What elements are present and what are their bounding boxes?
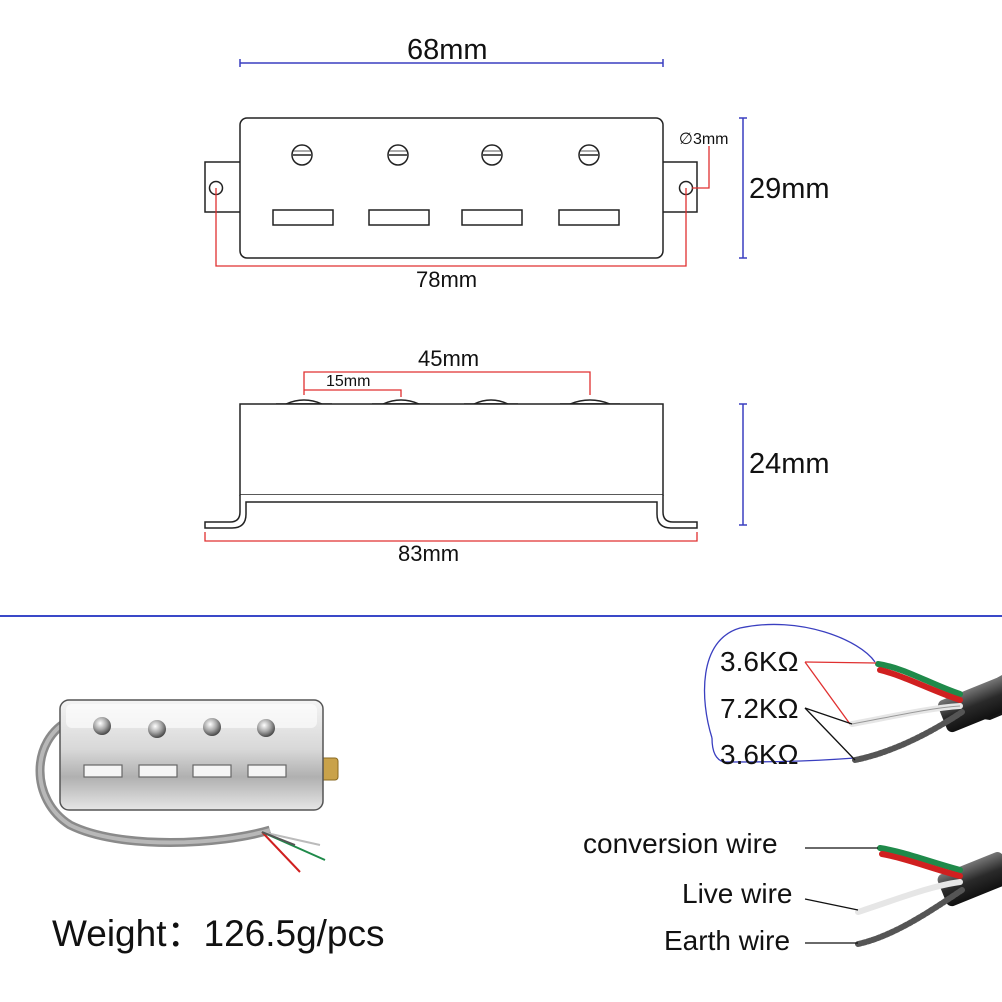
earth-wire-label: Earth wire	[664, 925, 791, 956]
side-height-label: 24mm	[749, 448, 830, 480]
mount-span-label: 78mm	[416, 267, 478, 292]
pickup-photo	[35, 699, 339, 873]
bar-slots	[272, 209, 620, 226]
live-wire-label: Live wire	[682, 878, 793, 909]
photo-bar-slots	[83, 764, 287, 778]
length-label: 83mm	[398, 541, 460, 566]
pole-span-line	[303, 371, 591, 395]
pole-span-label: 45mm	[418, 346, 480, 371]
photo-pole-screws	[93, 717, 275, 738]
pickup-side-body	[239, 403, 664, 496]
conversion-wire-label: conversion wire	[583, 828, 778, 859]
hole-diameter-label: ∅3mm	[679, 131, 729, 148]
base-plate	[204, 495, 698, 529]
wire-legend-drawing	[804, 845, 1002, 947]
length-dimension-line	[204, 532, 698, 542]
pole-gap-label: 15mm	[326, 373, 371, 390]
resistance-value-1: 3.6KΩ	[720, 646, 799, 677]
side-view-drawing	[204, 371, 747, 542]
top-view-drawing	[204, 59, 747, 267]
resistance-value-2: 7.2KΩ	[720, 693, 799, 724]
hole-leader	[692, 146, 710, 189]
resistance-wiring	[703, 623, 1002, 763]
top-width-label: 68mm	[407, 34, 488, 66]
pole-gap-line	[304, 389, 402, 397]
top-height-label: 29mm	[749, 173, 830, 205]
pickup-top-body	[239, 117, 664, 259]
pole-screws	[291, 144, 600, 166]
mount-dimension-line	[215, 188, 687, 267]
resistance-value-3: 3.6KΩ	[720, 739, 799, 770]
weight-label: Weight：126.5g/pcs	[52, 913, 385, 954]
